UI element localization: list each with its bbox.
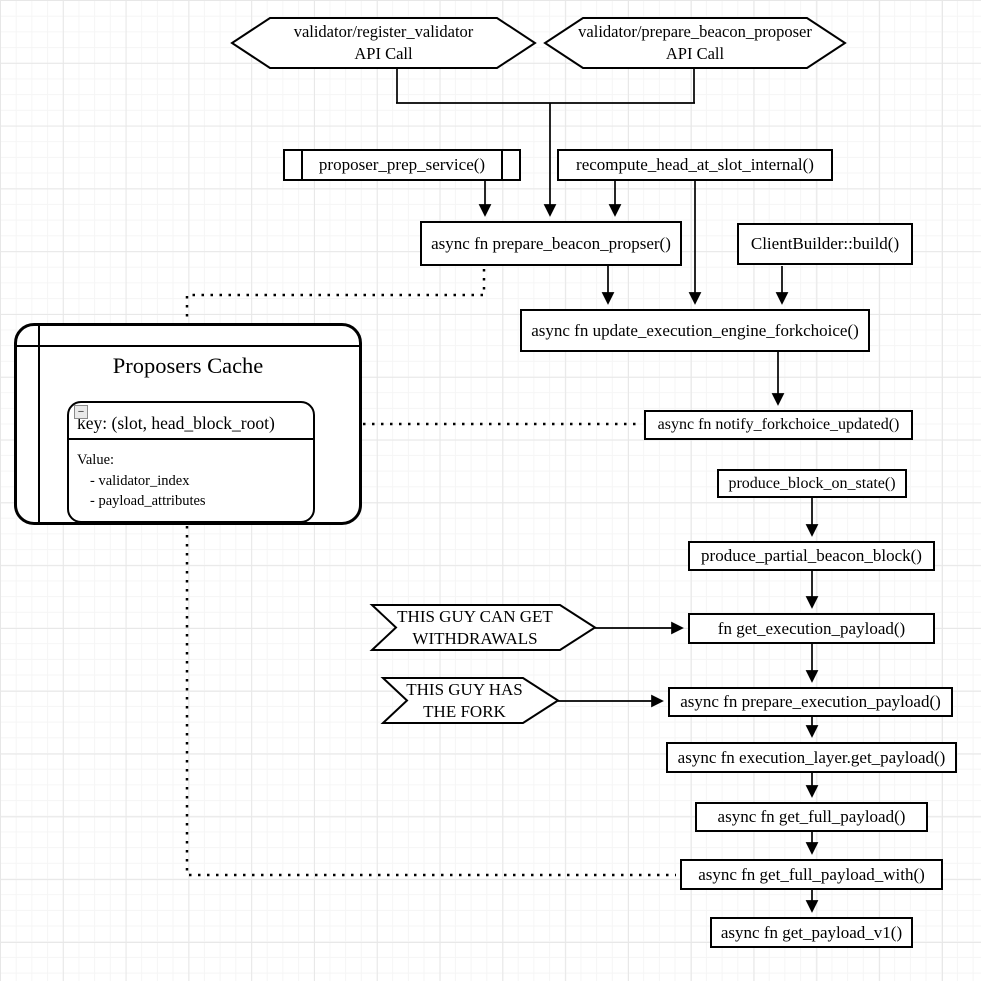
node-get-full-payload-with: async fn get_full_payload_with() — [680, 859, 943, 890]
collapse-minus-icon[interactable]: − — [74, 405, 88, 419]
node-label: produce_partial_beacon_block() — [701, 546, 922, 565]
solid-connectors — [396, 68, 819, 913]
label-line: WITHDRAWALS — [412, 628, 538, 648]
cache-top-divider — [17, 345, 359, 347]
label-line: THIS GUY CAN GET — [397, 606, 553, 626]
node-label: async fn get_full_payload() — [717, 807, 906, 826]
node-label: async fn notify_forkchoice_updated() — [657, 416, 900, 433]
hexagon-prepare-beacon-proposer — [543, 17, 847, 69]
cache-value-item: - validator_index — [90, 472, 190, 489]
callout-withdrawals-label: THIS GUY CAN GET WITHDRAWALS — [380, 605, 570, 650]
subroutine-bar-left — [301, 151, 303, 179]
dotted-connectors — [185, 269, 676, 877]
node-label: recompute_head_at_slot_internal() — [576, 155, 814, 174]
cache-key-box: − key: (slot, head_block_root) Value: - … — [67, 401, 315, 522]
node-recompute-head-at-slot-internal: recompute_head_at_slot_internal() — [557, 149, 833, 181]
cache-key-header: − key: (slot, head_block_root) — [69, 403, 313, 440]
label-line: THE FORK — [423, 701, 506, 721]
node-label: async fn prepare_beacon_propser() — [431, 233, 671, 253]
cache-value-section: Value: - validator_index - payload_attri… — [69, 440, 313, 512]
label-line: API Call — [665, 44, 725, 63]
hexagon-prepare-beacon-proposer-label: validator/prepare_beacon_proposer API Ca… — [545, 18, 845, 68]
node-client-builder-build: ClientBuilder::build() — [737, 223, 913, 265]
node-get-execution-payload: fn get_execution_payload() — [688, 613, 935, 644]
label-line: API Call — [354, 44, 413, 63]
callout-fork-shape — [380, 677, 560, 724]
node-label: async fn prepare_execution_payload() — [680, 692, 941, 711]
node-produce-partial-beacon-block: produce_partial_beacon_block() — [688, 541, 935, 571]
shape-outlines — [230, 17, 847, 724]
node-execution-layer-get-payload: async fn execution_layer.get_payload() — [666, 742, 957, 773]
label-line: THIS GUY HAS — [406, 679, 523, 699]
cache-value-item: - payload_attributes — [90, 493, 206, 509]
subroutine-bar-right — [501, 151, 503, 179]
cache-key-text: key: (slot, head_block_root) — [77, 413, 275, 433]
node-label: proposer_prep_service() — [318, 155, 486, 174]
node-prepare-beacon-propser: async fn prepare_beacon_propser() — [420, 221, 682, 266]
node-update-execution-engine-forkchoice: async fn update_execution_engine_forkcho… — [520, 309, 870, 352]
node-proposer-prep-service: proposer_prep_service() — [283, 149, 521, 181]
callout-fork-label: THIS GUY HAS THE FORK — [392, 678, 537, 723]
proposers-cache-container: Proposers Cache − key: (slot, head_block… — [14, 323, 362, 525]
node-label: fn get_execution_payload() — [717, 618, 906, 638]
node-label: async fn get_payload_v1() — [720, 922, 903, 942]
node-prepare-execution-payload: async fn prepare_execution_payload() — [668, 687, 953, 717]
node-label: async fn execution_layer.get_payload() — [677, 747, 946, 767]
label-line: validator/prepare_beacon_proposer — [578, 22, 812, 41]
cache-value-label: Value: — [77, 452, 115, 468]
dotted-prepare-to-cache — [185, 269, 486, 321]
node-get-full-payload: async fn get_full_payload() — [695, 802, 928, 832]
proposers-cache-title: Proposers Cache — [112, 353, 264, 378]
dotted-cache-to-getfullwith — [185, 526, 676, 877]
node-label: ClientBuilder::build() — [750, 234, 900, 253]
node-produce-block-on-state: produce_block_on_state() — [717, 469, 907, 498]
hexagon-register-validator — [230, 17, 537, 69]
cache-left-divider — [38, 326, 40, 522]
hexagon-register-validator-label: validator/register_validator API Call — [232, 18, 535, 68]
node-get-payload-v1: async fn get_payload_v1() — [710, 917, 913, 948]
node-notify-forkchoice-updated: async fn notify_forkchoice_updated() — [644, 410, 913, 440]
node-label: produce_block_on_state() — [728, 474, 896, 492]
label-line: validator/register_validator — [293, 22, 474, 41]
callout-withdrawals-shape — [369, 604, 597, 651]
node-label: async fn get_full_payload_with() — [698, 864, 925, 884]
node-label: async fn update_execution_engine_forkcho… — [531, 320, 859, 340]
